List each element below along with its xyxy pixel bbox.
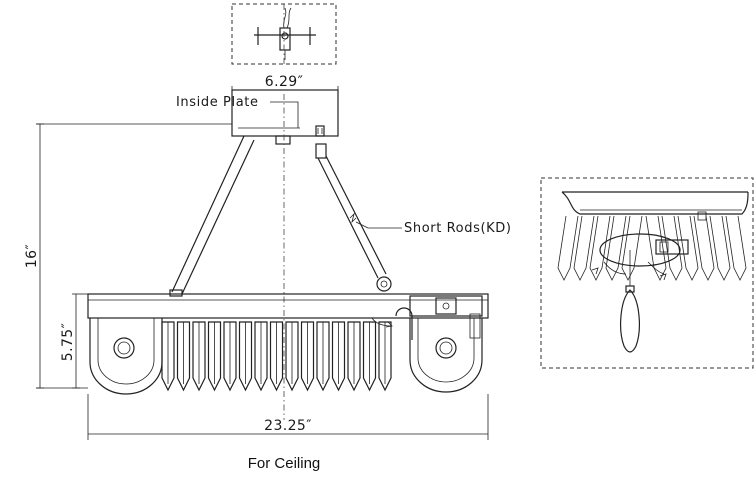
crystal-prisms bbox=[161, 321, 392, 392]
mounting-bracket-detail bbox=[231, 3, 337, 65]
detail-crystal-prisms bbox=[557, 215, 747, 281]
short-rods-callout: Short Rods(KD) bbox=[355, 221, 512, 236]
total-height-label: 16″ bbox=[24, 244, 40, 268]
ceiling-canopy bbox=[231, 89, 339, 145]
detail-crystal-prism bbox=[693, 215, 715, 281]
detail-crystal-prism bbox=[621, 215, 643, 281]
detail-crystal-prism bbox=[645, 215, 667, 281]
crystal-prism bbox=[316, 321, 330, 392]
crystal-prism bbox=[347, 321, 361, 392]
crystal-prism bbox=[176, 321, 191, 392]
plate-width-label: 6.29″ bbox=[265, 74, 303, 90]
detail-crystal-prism bbox=[725, 215, 747, 281]
crystal-prism bbox=[378, 321, 392, 392]
crystal-prism bbox=[238, 321, 253, 392]
crystal-prism bbox=[207, 321, 222, 392]
detail-crystal-prism bbox=[573, 215, 595, 281]
inside-plate-callout: Inside Plate bbox=[176, 95, 299, 128]
drawing-caption: For Ceiling bbox=[248, 455, 321, 472]
detail-crystal-prism bbox=[605, 215, 627, 281]
crystal-prism bbox=[161, 321, 175, 392]
crystal-prism bbox=[331, 321, 346, 392]
right-suspension-rod bbox=[315, 143, 392, 292]
detail-crystal-prism bbox=[589, 215, 611, 281]
detail-crystal-prism bbox=[557, 215, 579, 281]
crystal-prism bbox=[269, 321, 284, 392]
plate-width-dimension: 6.29″ bbox=[231, 74, 339, 94]
body-height-label: 5.75″ bbox=[60, 323, 76, 361]
left-suspension-rod bbox=[169, 135, 255, 297]
crystal-prism bbox=[362, 321, 377, 392]
fixture-body bbox=[87, 293, 489, 395]
crystal-prism bbox=[223, 321, 237, 392]
crystal-prism bbox=[192, 321, 206, 392]
inside-plate-label: Inside Plate bbox=[176, 95, 259, 110]
crystal-prism bbox=[300, 321, 315, 392]
crystal-prism bbox=[254, 321, 268, 392]
detail-crystal-prism bbox=[709, 215, 731, 281]
total-width-label: 23.25″ bbox=[264, 418, 312, 434]
crystal-prism bbox=[285, 321, 299, 392]
total-width-dimension: 23.25″ bbox=[87, 394, 489, 440]
bulb-installation-detail bbox=[540, 177, 754, 369]
detail-crystal-prism bbox=[677, 215, 699, 281]
body-height-dimension: 5.75″ bbox=[60, 293, 88, 389]
detail-crystal-prism bbox=[661, 215, 683, 281]
short-rods-label: Short Rods(KD) bbox=[404, 221, 512, 236]
total-height-dimension: 16″ bbox=[24, 123, 232, 389]
